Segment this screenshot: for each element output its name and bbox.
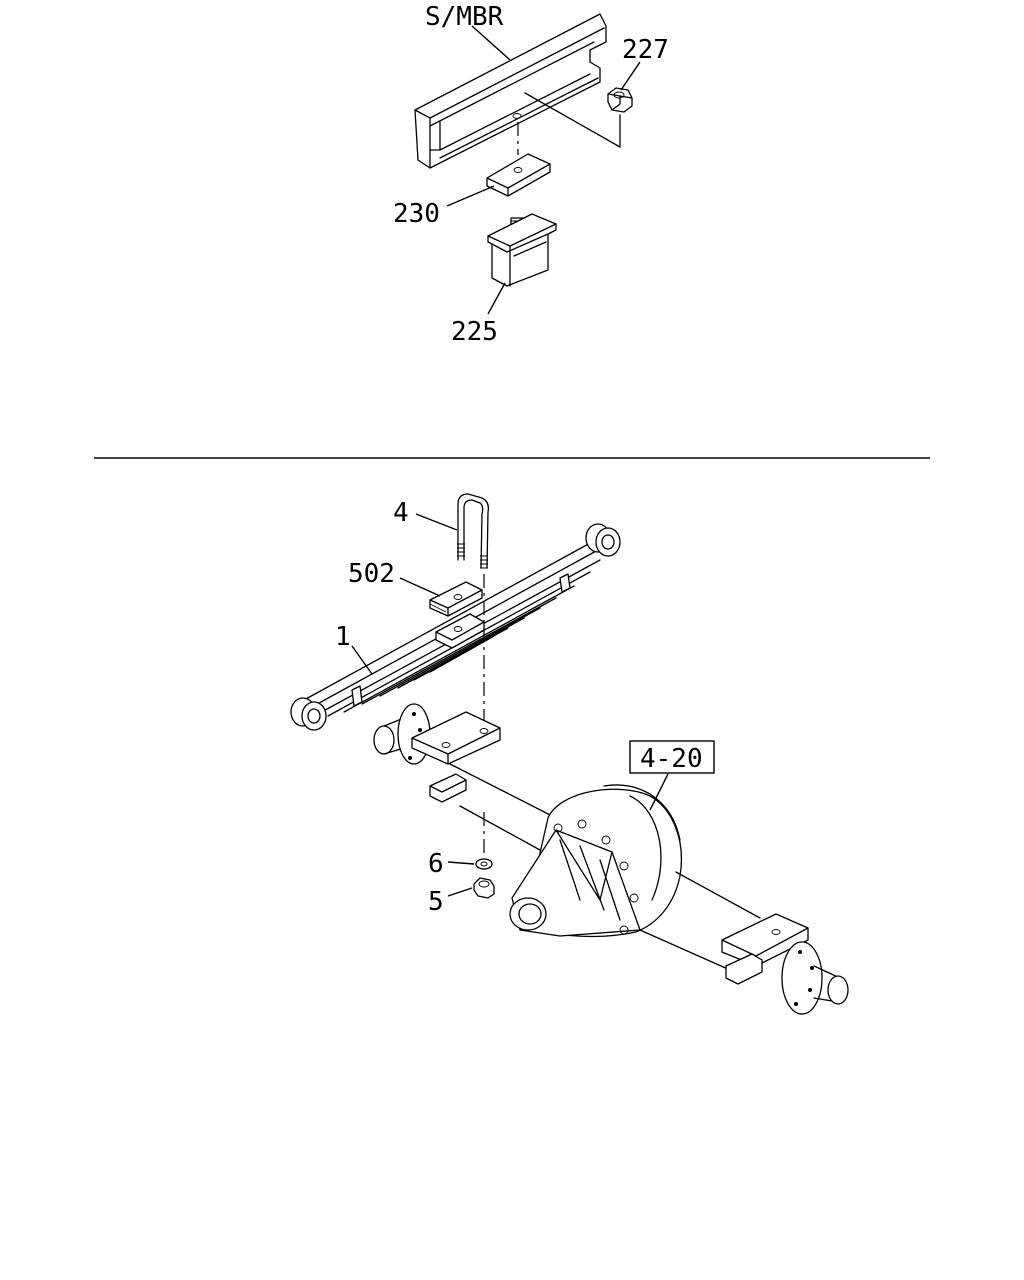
- leader-230: [446, 185, 495, 207]
- leader-502: [399, 577, 441, 597]
- leader-6: [447, 861, 475, 865]
- washer-6: [475, 858, 493, 870]
- label-4: 4: [393, 498, 409, 528]
- leader-227: [620, 61, 641, 91]
- leader-1: [351, 645, 373, 675]
- upper-assembly: S/MBR 227 230 225: [393, 2, 669, 347]
- label-502: 502: [348, 559, 395, 589]
- label-6: 6: [428, 849, 444, 879]
- label-frame-member: S/MBR: [425, 2, 504, 32]
- label-225: 225: [451, 317, 498, 347]
- label-5: 5: [428, 887, 444, 917]
- bump-stopper-225: [487, 213, 557, 287]
- u-bolt-seat-502: [429, 581, 483, 617]
- label-1: 1: [335, 622, 351, 652]
- label-227: 227: [622, 35, 669, 65]
- leader-5: [447, 887, 473, 897]
- nut-5: [473, 877, 495, 899]
- label-axle-ref: 4-20: [640, 744, 703, 774]
- leader-axle: [649, 773, 669, 811]
- axle-ref-box: [629, 740, 715, 774]
- spacer-plate-230: [486, 122, 551, 197]
- label-230: 230: [393, 199, 440, 229]
- nut-227: [607, 87, 633, 113]
- lower-assembly: 4 502 1 4-20 6 5: [290, 493, 849, 1015]
- rear-axle-housing: [373, 703, 849, 1015]
- frame-side-member: [414, 13, 621, 169]
- leader-4: [415, 513, 458, 531]
- u-bolt-4: [457, 493, 490, 569]
- leader-225: [487, 282, 506, 315]
- leaf-spring-1: [290, 523, 621, 731]
- leader-smbr: [471, 25, 511, 61]
